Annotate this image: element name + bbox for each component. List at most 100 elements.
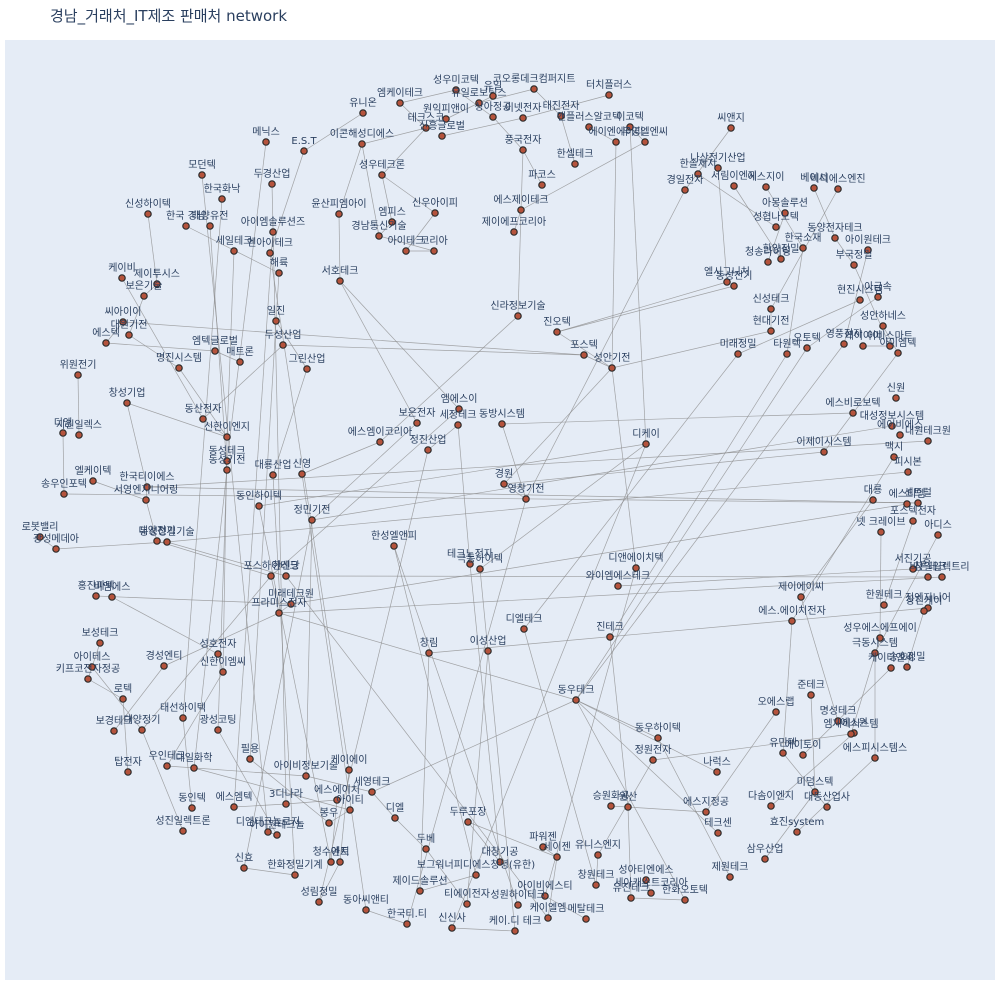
- network-node[interactable]: 두성산업: [265, 328, 302, 349]
- network-node[interactable]: 에스피시스템스: [843, 742, 907, 762]
- node-marker[interactable]: [153, 537, 161, 545]
- node-marker[interactable]: [892, 394, 900, 402]
- node-marker[interactable]: [327, 858, 335, 866]
- node-marker[interactable]: [580, 351, 588, 359]
- network-node[interactable]: 테크노전자: [447, 548, 493, 568]
- node-marker[interactable]: [510, 228, 518, 236]
- network-node[interactable]: 유민텍: [769, 737, 797, 757]
- network-node[interactable]: 한솔제지: [680, 158, 717, 178]
- node-marker[interactable]: [219, 668, 227, 676]
- node-marker[interactable]: [849, 409, 857, 417]
- network-node[interactable]: 승원화공: [593, 790, 630, 810]
- node-marker[interactable]: [585, 123, 593, 131]
- node-marker[interactable]: [402, 247, 410, 255]
- network-node[interactable]: 대창기공: [482, 846, 519, 866]
- node-marker[interactable]: [539, 843, 547, 851]
- node-marker[interactable]: [308, 516, 316, 524]
- node-marker[interactable]: [713, 768, 721, 776]
- network-node[interactable]: 대룡: [864, 484, 882, 504]
- network-node[interactable]: 필용: [241, 743, 259, 763]
- network-node[interactable]: 와이엠에스테크: [586, 570, 650, 590]
- network-node[interactable]: 한국 경남: [166, 209, 206, 230]
- node-marker[interactable]: [163, 762, 171, 770]
- network-node[interactable]: 성원하이테크: [490, 888, 546, 909]
- network-node[interactable]: 윤산피엠아이: [311, 198, 367, 218]
- node-marker[interactable]: [810, 184, 818, 192]
- node-marker[interactable]: [681, 896, 689, 904]
- node-marker[interactable]: [89, 477, 97, 485]
- network-node[interactable]: 준테크: [797, 679, 825, 699]
- node-marker[interactable]: [262, 138, 270, 146]
- node-marker[interactable]: [642, 440, 650, 448]
- node-marker[interactable]: [681, 186, 689, 194]
- network-node[interactable]: 정원전자: [635, 744, 672, 764]
- network-node[interactable]: 정민기전: [294, 504, 331, 524]
- node-marker[interactable]: [378, 171, 386, 179]
- node-marker[interactable]: [346, 806, 354, 814]
- node-marker[interactable]: [850, 261, 858, 269]
- node-marker[interactable]: [511, 927, 519, 935]
- node-marker[interactable]: [333, 796, 341, 804]
- node-marker[interactable]: [519, 146, 527, 154]
- node-marker[interactable]: [714, 164, 722, 172]
- network-node[interactable]: 에스엠텍: [216, 791, 253, 811]
- node-marker[interactable]: [880, 601, 888, 609]
- node-marker[interactable]: [887, 664, 895, 672]
- node-marker[interactable]: [431, 209, 439, 217]
- network-node[interactable]: 동산전자: [185, 403, 222, 423]
- node-marker[interactable]: [376, 438, 384, 446]
- node-marker[interactable]: [767, 802, 775, 810]
- node-marker[interactable]: [179, 827, 187, 835]
- network-node[interactable]: 케이.디 테크: [489, 915, 541, 935]
- network-node[interactable]: 창림: [420, 637, 438, 657]
- network-node[interactable]: 한국소재: [785, 232, 822, 252]
- node-marker[interactable]: [413, 419, 421, 427]
- node-marker[interactable]: [282, 572, 290, 580]
- node-marker[interactable]: [75, 431, 83, 439]
- network-node[interactable]: 에스엠이코리아: [348, 426, 412, 446]
- network-node[interactable]: 창원테크: [578, 869, 615, 889]
- network-node[interactable]: 아이비에스티: [517, 880, 573, 900]
- node-marker[interactable]: [834, 185, 842, 193]
- network-node[interactable]: 성아티엔에스: [618, 864, 674, 884]
- node-marker[interactable]: [125, 331, 133, 339]
- node-marker[interactable]: [914, 499, 922, 507]
- node-marker[interactable]: [820, 448, 828, 456]
- node-marker[interactable]: [614, 582, 622, 590]
- network-node[interactable]: 대양정기: [124, 714, 161, 734]
- network-node[interactable]: 이성산업: [470, 634, 507, 655]
- node-marker[interactable]: [403, 920, 411, 928]
- network-node[interactable]: 광성메데아: [33, 533, 79, 553]
- network-node[interactable]: 홍진파텍: [78, 579, 115, 600]
- network-node[interactable]: 위원전기: [60, 358, 97, 379]
- network-node[interactable]: 신신사: [438, 912, 466, 932]
- network-node[interactable]: 포스텍전자: [890, 505, 936, 525]
- node-marker[interactable]: [594, 851, 602, 859]
- node-marker[interactable]: [424, 446, 432, 454]
- node-marker[interactable]: [211, 347, 219, 355]
- node-marker[interactable]: [641, 138, 649, 146]
- network-node[interactable]: 진테크: [596, 621, 624, 641]
- network-node[interactable]: 케이엘엠: [530, 901, 567, 922]
- network-node[interactable]: 부국정밀: [836, 249, 873, 269]
- network-node[interactable]: 프라미스전자: [251, 597, 307, 617]
- network-node[interactable]: 유일: [484, 80, 502, 100]
- node-marker[interactable]: [772, 708, 780, 716]
- node-marker[interactable]: [871, 649, 879, 657]
- node-marker[interactable]: [654, 734, 662, 742]
- node-marker[interactable]: [519, 114, 527, 122]
- node-marker[interactable]: [388, 218, 396, 226]
- node-marker[interactable]: [847, 730, 855, 738]
- node-marker[interactable]: [572, 696, 580, 704]
- node-marker[interactable]: [727, 124, 735, 132]
- node-marker[interactable]: [123, 399, 131, 407]
- node-marker[interactable]: [632, 564, 640, 572]
- node-marker[interactable]: [489, 113, 497, 121]
- network-node[interactable]: 유니온: [349, 97, 377, 117]
- network-node[interactable]: 경일전자: [667, 173, 704, 194]
- network-node[interactable]: 에이비에스: [877, 419, 923, 439]
- network-node[interactable]: 메탈테크: [568, 902, 605, 923]
- node-marker[interactable]: [553, 853, 561, 861]
- network-node[interactable]: 디엘: [386, 801, 404, 822]
- network-node[interactable]: 에스에이치: [314, 784, 360, 804]
